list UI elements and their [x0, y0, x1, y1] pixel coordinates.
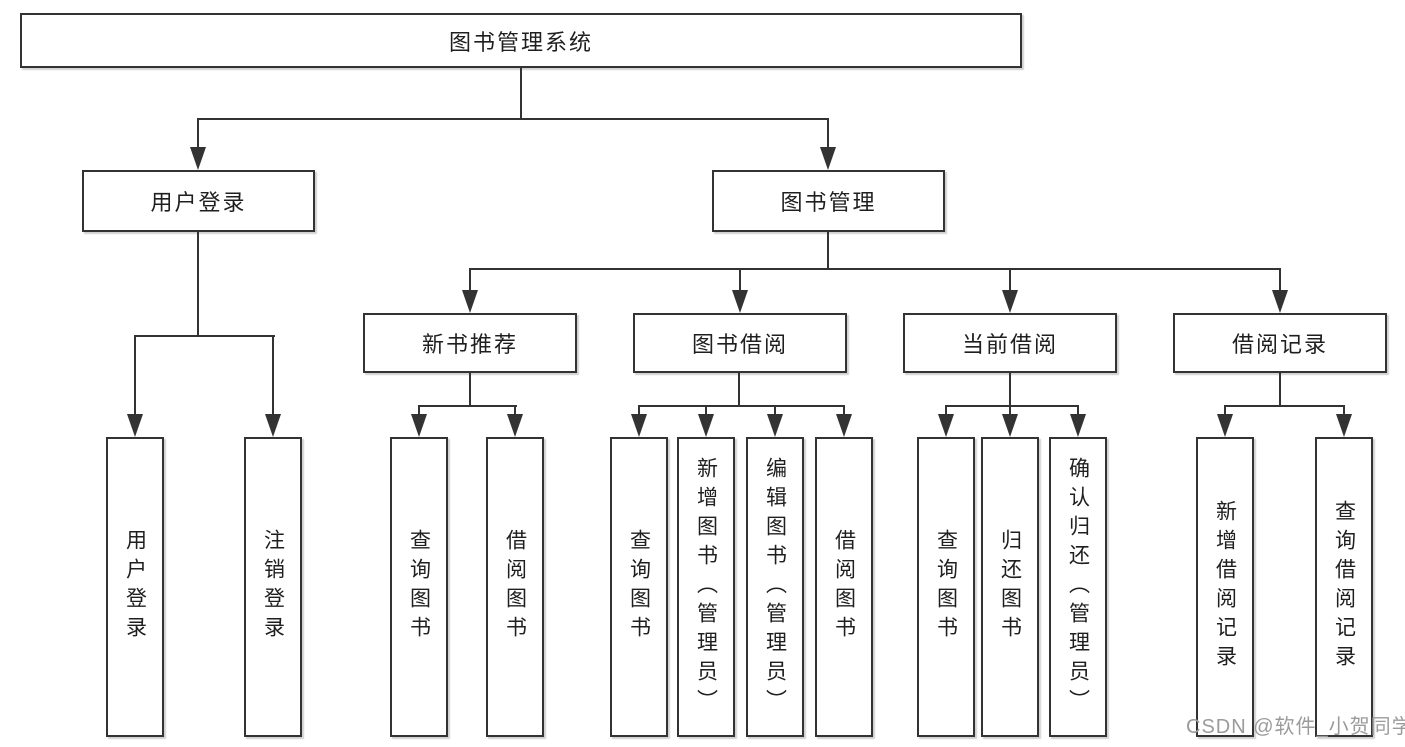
- arrow-down-icon: [1070, 414, 1086, 437]
- node-user-login-label: 用户登录: [150, 190, 247, 215]
- node-book-borrow-label: 图书借阅: [691, 332, 788, 357]
- connector-bm-hline: [469, 268, 1281, 270]
- node-current-borrow: 当前借阅: [903, 313, 1117, 373]
- arrow-down-icon: [1272, 290, 1288, 313]
- connector-br-vline: [1279, 373, 1281, 407]
- leaf-query-borrow-record: 查询借阅记录: [1315, 437, 1373, 737]
- arrow-down-icon: [820, 147, 836, 170]
- node-new-book-recommend: 新书推荐: [363, 313, 577, 373]
- node-new-book-recommend-label: 新书推荐: [421, 332, 518, 357]
- leaf-return-books: 归还图书: [981, 437, 1039, 737]
- leaf-user-login-label: 用户登录: [123, 529, 147, 645]
- connector-login-hline: [134, 335, 275, 337]
- leaf-edit-books-admin: 编辑图书（管理员）: [746, 437, 804, 737]
- connector-stem: [197, 118, 199, 150]
- arrow-down-icon: [1002, 290, 1018, 313]
- connector-stem: [1009, 405, 1011, 417]
- leaf-user-login: 用户登录: [106, 437, 164, 737]
- arrow-down-icon: [265, 414, 281, 437]
- arrow-down-icon: [462, 290, 478, 313]
- arrow-down-icon: [127, 414, 143, 437]
- leaf-add-books-admin-label: 新增图书（管理员）: [694, 456, 718, 718]
- leaf-add-borrow-record: 新增借阅记录: [1196, 437, 1254, 737]
- connector-bb-vline: [738, 373, 740, 407]
- leaf-add-borrow-record-label: 新增借阅记录: [1213, 500, 1237, 674]
- leaf-query-books-1-label: 查询图书: [407, 529, 431, 645]
- node-root: 图书管理系统: [20, 13, 1022, 68]
- leaf-logout: 注销登录: [244, 437, 302, 737]
- node-current-borrow-label: 当前借阅: [961, 332, 1058, 357]
- node-book-management-label: 图书管理: [780, 190, 877, 215]
- connector-stem: [514, 405, 516, 417]
- leaf-borrow-books-2-label: 借阅图书: [832, 529, 856, 645]
- connector-stem: [1343, 405, 1345, 417]
- connector-login-vline: [197, 232, 199, 337]
- arrow-down-icon: [767, 414, 783, 437]
- arrow-down-icon: [698, 414, 714, 437]
- connector-root-vline: [520, 68, 522, 120]
- connector-stem: [469, 268, 471, 292]
- connector-stem: [1077, 405, 1079, 417]
- leaf-add-books-admin: 新增图书（管理员）: [677, 437, 735, 737]
- arrow-down-icon: [411, 414, 427, 437]
- leaf-query-books-3: 查询图书: [917, 437, 975, 737]
- leaf-borrow-books-1-label: 借阅图书: [503, 529, 527, 645]
- arrow-down-icon: [836, 414, 852, 437]
- connector-stem: [705, 405, 707, 417]
- arrow-down-icon: [1002, 414, 1018, 437]
- node-borrow-records: 借阅记录: [1173, 313, 1387, 373]
- connector-bb-hline: [638, 405, 845, 407]
- connector-stem: [272, 335, 274, 415]
- arrow-down-icon: [732, 290, 748, 313]
- node-root-label: 图书管理系统: [448, 29, 593, 55]
- leaf-edit-books-admin-label: 编辑图书（管理员）: [763, 456, 787, 718]
- connector-stem: [1279, 268, 1281, 292]
- leaf-borrow-books-1: 借阅图书: [486, 437, 544, 737]
- connector-nbr-vline: [469, 373, 471, 407]
- leaf-query-books-2: 查询图书: [610, 437, 668, 737]
- csdn-watermark: CSDN @软件_小贺同学: [1186, 716, 1405, 738]
- node-book-borrow: 图书借阅: [633, 313, 847, 373]
- connector-bm-vline: [827, 232, 829, 270]
- arrow-down-icon: [938, 414, 954, 437]
- connector-root-hline: [197, 118, 829, 120]
- connector-stem: [134, 335, 136, 415]
- connector-nbr-hline: [418, 405, 517, 407]
- leaf-query-books-3-label: 查询图书: [934, 529, 958, 645]
- leaf-borrow-books-2: 借阅图书: [815, 437, 873, 737]
- connector-stem: [843, 405, 845, 417]
- connector-br-hline: [1224, 405, 1345, 407]
- arrow-down-icon: [507, 414, 523, 437]
- connector-stem: [774, 405, 776, 417]
- arrow-down-icon: [1336, 414, 1352, 437]
- connector-stem: [827, 118, 829, 150]
- connector-stem: [1224, 405, 1226, 417]
- leaf-confirm-return-admin: 确认归还（管理员）: [1049, 437, 1107, 737]
- arrow-down-icon: [1217, 414, 1233, 437]
- node-book-management: 图书管理: [712, 170, 945, 232]
- leaf-query-books-2-label: 查询图书: [627, 529, 651, 645]
- connector-stem: [739, 268, 741, 292]
- leaf-query-books-1: 查询图书: [390, 437, 448, 737]
- leaf-query-borrow-record-label: 查询借阅记录: [1332, 500, 1356, 674]
- node-borrow-records-label: 借阅记录: [1231, 332, 1328, 357]
- leaf-logout-label: 注销登录: [261, 529, 285, 645]
- connector-stem: [1009, 268, 1011, 292]
- arrow-down-icon: [631, 414, 647, 437]
- arrow-down-icon: [190, 147, 206, 170]
- leaf-return-books-label: 归还图书: [998, 529, 1022, 645]
- node-user-login: 用户登录: [82, 170, 315, 232]
- connector-stem: [638, 405, 640, 417]
- connector-cb-hline: [945, 405, 1079, 407]
- leaf-confirm-return-admin-label: 确认归还（管理员）: [1066, 456, 1090, 718]
- connector-stem: [945, 405, 947, 417]
- connector-cb-vline: [1009, 373, 1011, 407]
- connector-stem: [418, 405, 420, 417]
